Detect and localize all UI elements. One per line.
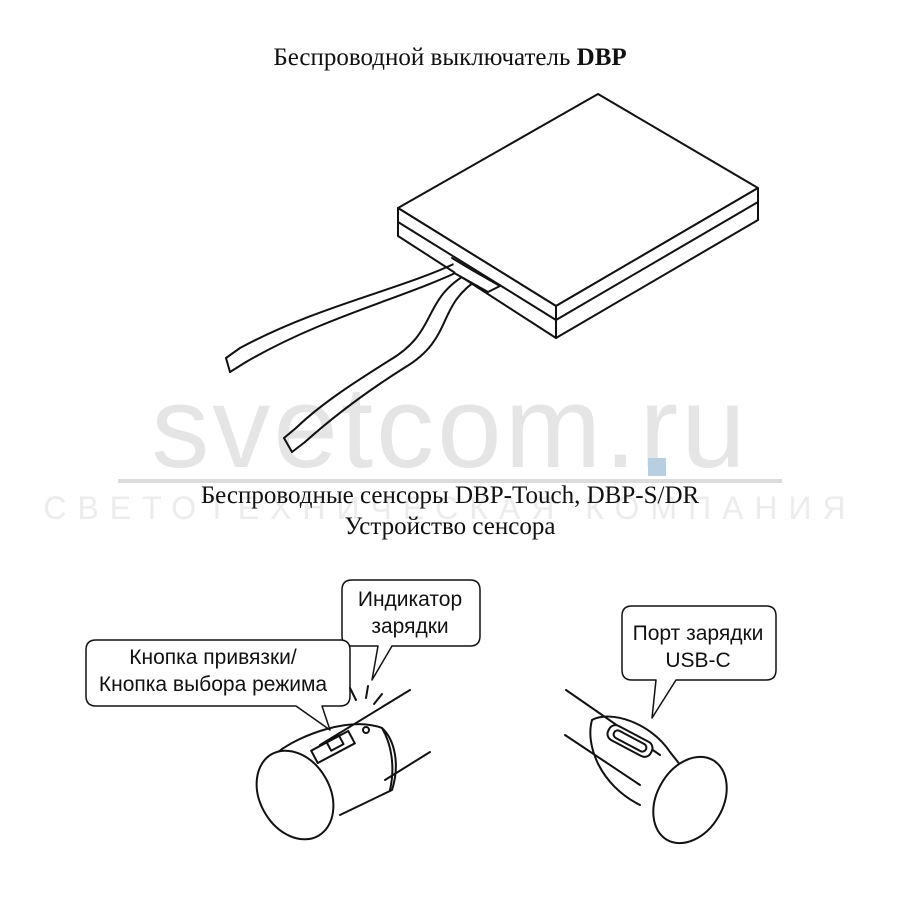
usb-callout-bubble (621, 605, 777, 719)
switch-box-drawing (397, 93, 759, 339)
sensors-subtitle: Устройство сенсора (344, 513, 556, 540)
indicator-callout-bubble (341, 579, 481, 681)
watermark-dot (648, 458, 666, 476)
button-callout: Кнопка привязки/ Кнопка выбора режима (88, 644, 338, 698)
right-sensor-drawing (564, 689, 728, 845)
watermark-tagline: СВЕТОТЕХНИЧЕСКАЯ КОМПАНИЯ (43, 490, 857, 526)
sensors-title: Беспроводные сенсоры DBP-Touch, DBP-S/DR (200, 482, 700, 509)
watermark-logo: svetcom.ru (151, 362, 749, 492)
switch-title-model: DBP (576, 44, 627, 71)
switch-title-prefix: Беспроводной выключатель (273, 44, 577, 71)
indicator-callout: Индикатор зарядки (340, 586, 480, 640)
indicator-callout-line-2: зарядки (371, 615, 449, 638)
left-sensor-drawing (255, 689, 431, 841)
usb-callout-line-2: USB-C (665, 649, 731, 672)
switch-title: Беспроводной выключатель DBP (0, 44, 900, 72)
watermark-underline (118, 479, 782, 483)
button-callout-bubble (85, 639, 351, 731)
usb-callout-line-1: Порт зарядки (632, 622, 764, 645)
indicator-callout-line-1: Индикатор (357, 588, 463, 611)
button-callout-line-1: Кнопка привязки/ (129, 646, 297, 669)
switch-cables-drawing (225, 257, 501, 453)
button-callout-line-2: Кнопка выбора режима (98, 673, 328, 696)
usb-callout: Порт зарядки USB-C (618, 620, 778, 674)
